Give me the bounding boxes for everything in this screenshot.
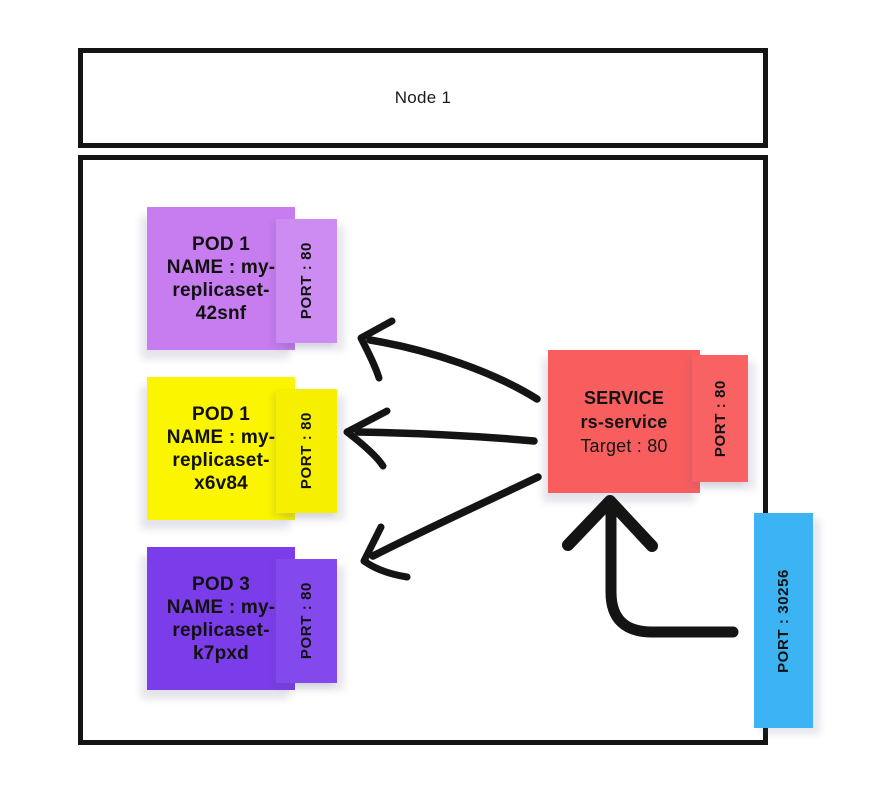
nodeport-badge: PORT : 30256 <box>754 513 813 728</box>
pod2-title: POD 1 <box>191 403 251 425</box>
pod1-name-line3: 42snf <box>195 302 247 324</box>
pod2-body: POD 1 NAME : my- replicaset- x6v84 <box>147 377 295 520</box>
pod2-port-tab: PORT : 80 <box>276 389 337 513</box>
pod3-name-line2: replicaset- <box>172 619 270 641</box>
pod1-port-label: PORT : 80 <box>298 242 315 320</box>
pod1-name-line1: NAME : my- <box>166 256 276 278</box>
pod2-name-line3: x6v84 <box>194 472 248 494</box>
service-port-label: PORT : 80 <box>711 379 729 458</box>
pod2-name-line1: NAME : my- <box>166 426 276 448</box>
service-card: SERVICE rs-service Target : 80 PORT : 80 <box>548 350 758 500</box>
pod-card-1: POD 1 NAME : my- replicaset- 42snf PORT … <box>147 207 487 357</box>
pod1-name-line2: replicaset- <box>172 279 270 301</box>
nodeport-label: PORT : 30256 <box>775 568 792 673</box>
node-box: Node 1 <box>78 48 768 148</box>
service-target: Target : 80 <box>580 435 668 456</box>
pod2-port-label: PORT : 80 <box>298 412 315 490</box>
pod3-port-tab: PORT : 80 <box>276 559 337 683</box>
node-label: Node 1 <box>394 88 452 107</box>
service-name: rs-service <box>580 411 668 432</box>
pod-card-2: POD 1 NAME : my- replicaset- x6v84 PORT … <box>147 377 487 527</box>
pod1-title: POD 1 <box>191 233 251 255</box>
service-port-tab: PORT : 80 <box>692 355 748 482</box>
pod3-name-line3: k7pxd <box>193 642 249 664</box>
service-body: SERVICE rs-service Target : 80 <box>548 350 700 493</box>
pod1-body: POD 1 NAME : my- replicaset- 42snf <box>147 207 295 350</box>
pod2-name-line2: replicaset- <box>172 449 270 471</box>
pod3-name-line1: NAME : my- <box>166 596 276 618</box>
pod1-port-tab: PORT : 80 <box>276 219 337 343</box>
pod-card-3: POD 3 NAME : my- replicaset- k7pxd PORT … <box>147 547 487 697</box>
pod3-port-label: PORT : 80 <box>298 582 315 660</box>
pod3-title: POD 3 <box>191 573 251 595</box>
service-title: SERVICE <box>583 387 665 408</box>
pod3-body: POD 3 NAME : my- replicaset- k7pxd <box>147 547 295 690</box>
